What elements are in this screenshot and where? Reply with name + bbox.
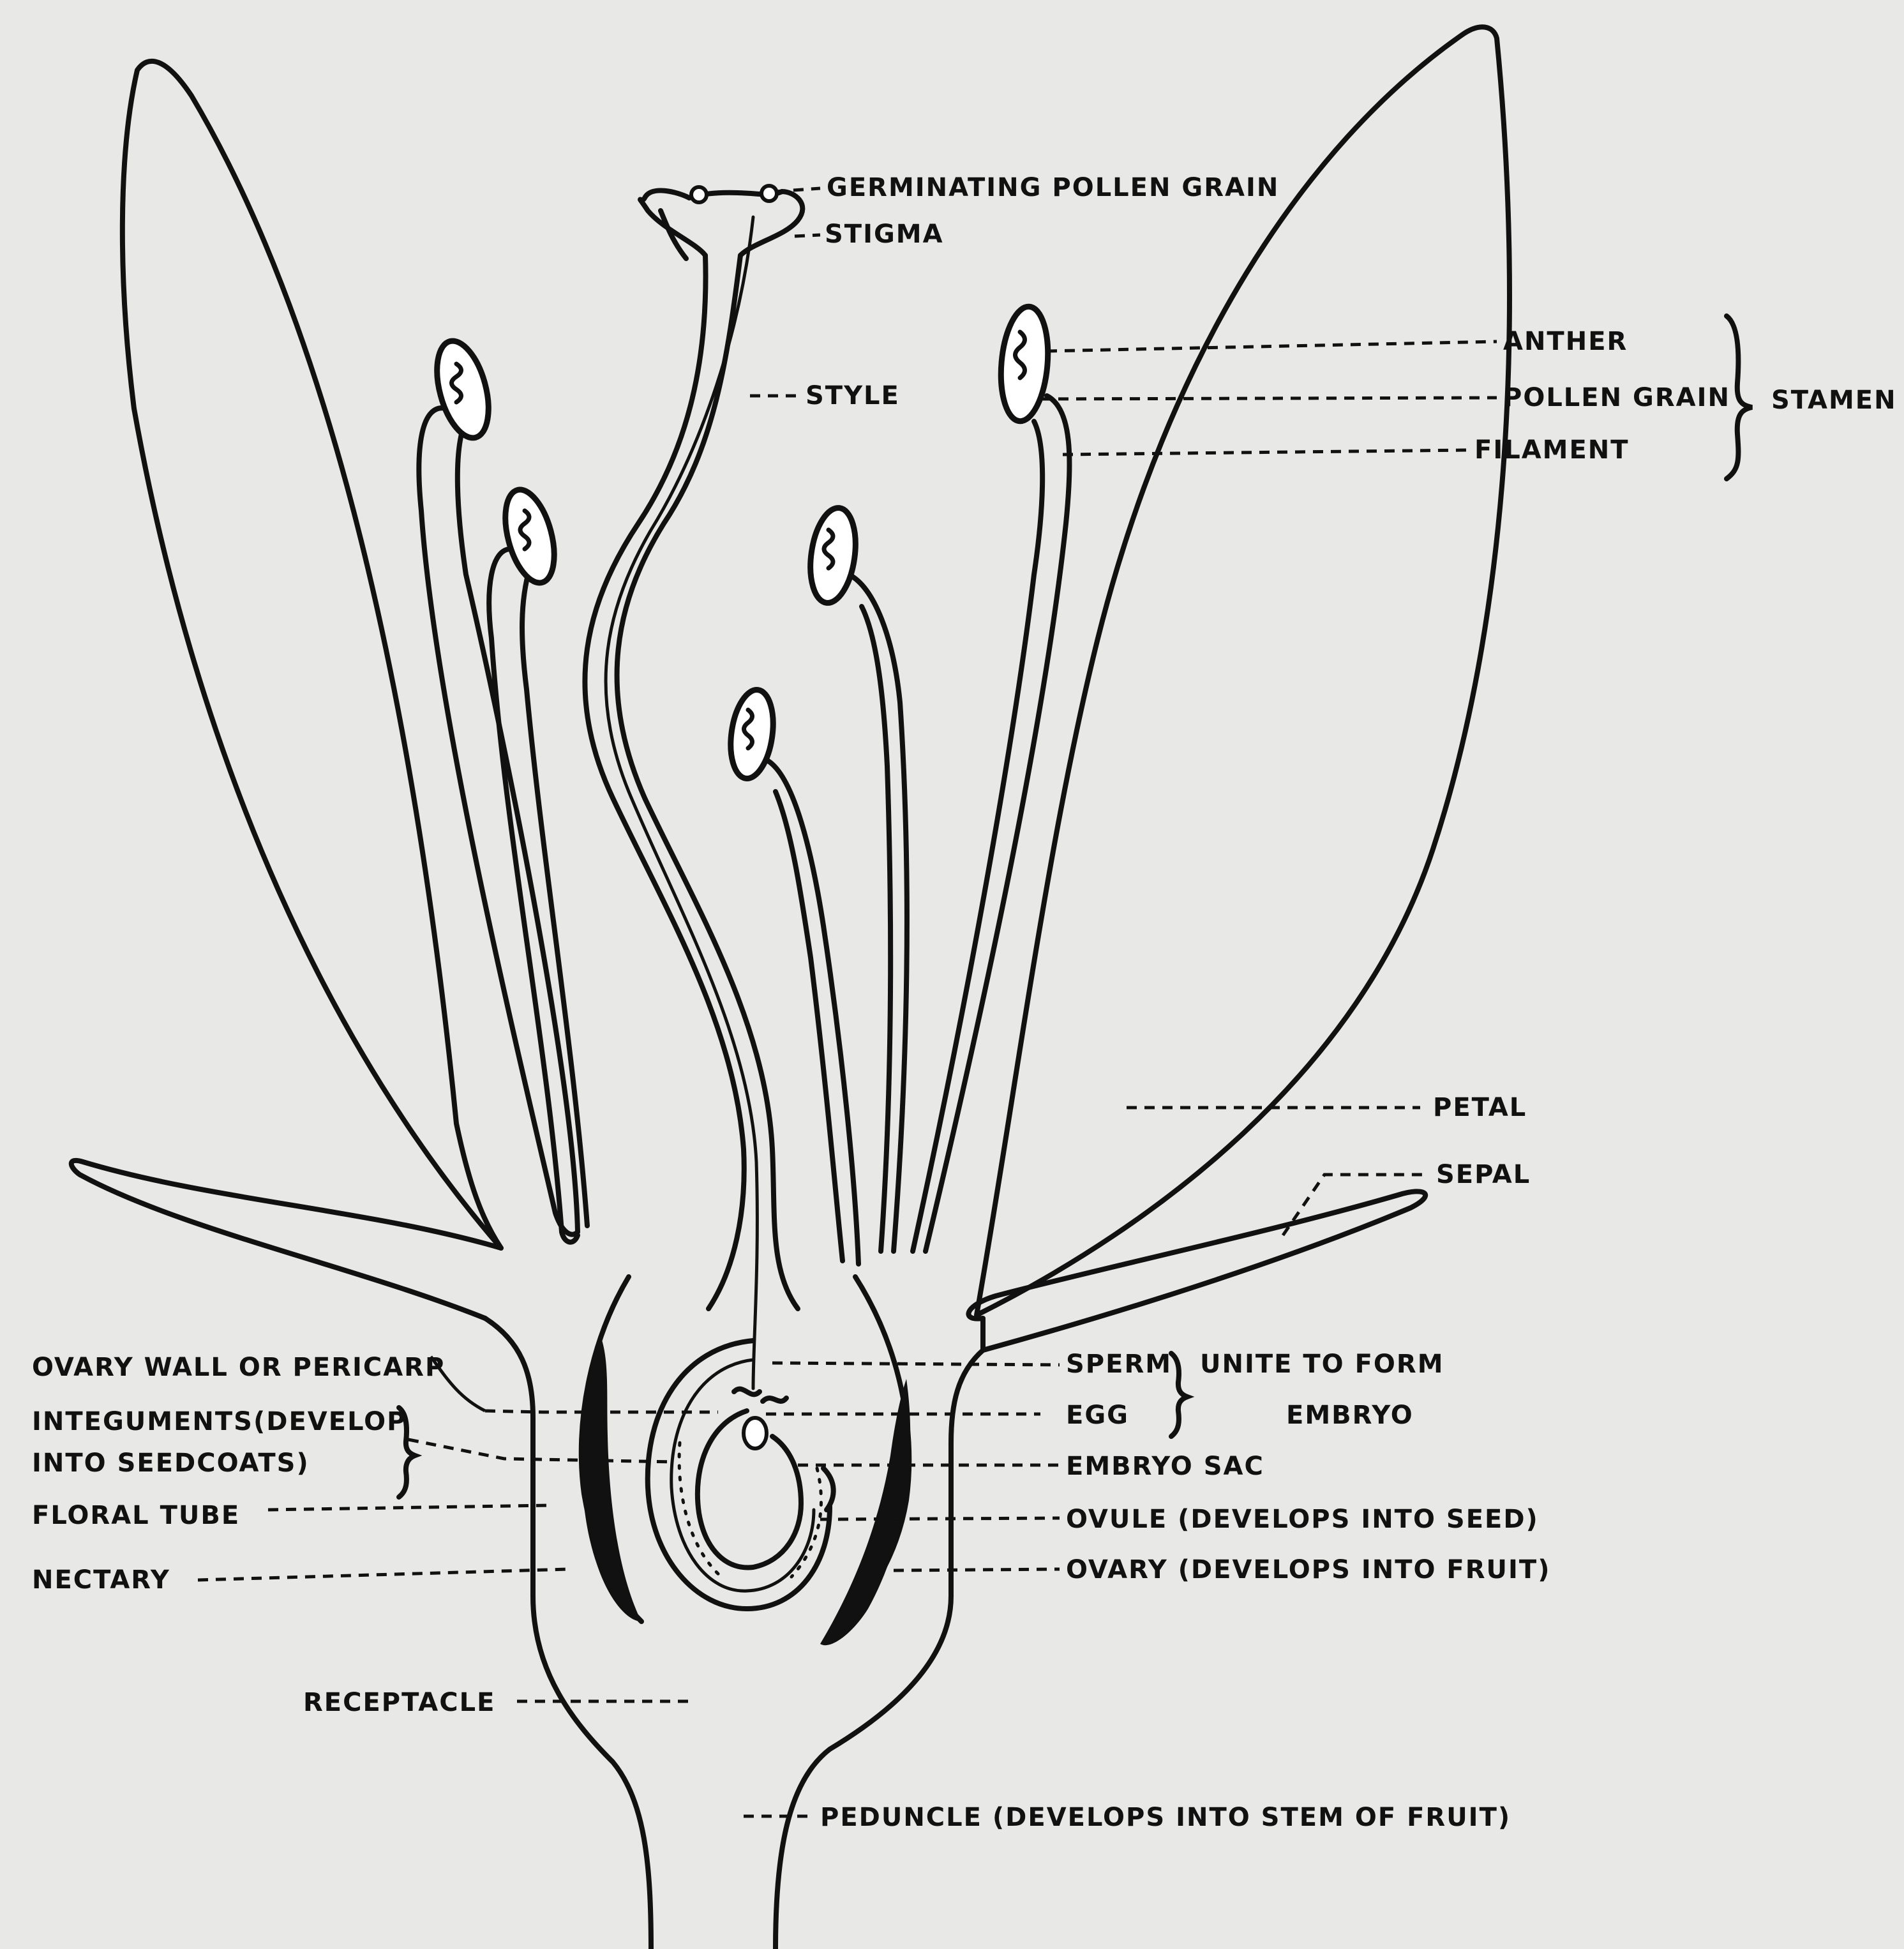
label-unite-to-form: UNITE TO FORM [1200, 1350, 1444, 1379]
stamen-brace [1727, 316, 1752, 479]
label-pollen-grain: POLLEN GRAIN [1503, 383, 1730, 412]
label-nectary: NECTARY [32, 1565, 170, 1595]
label-filament: FILAMENT [1474, 435, 1630, 465]
filament-5 [913, 396, 1070, 1251]
right-petal [977, 27, 1510, 1315]
label-floral-tube: FLORAL TUBE [32, 1501, 240, 1530]
label-egg: EGG [1066, 1401, 1129, 1430]
label-receptacle: RECEPTACLE [303, 1688, 495, 1717]
pollen-tube [606, 217, 757, 1388]
label-germinating-pollen-grain: GERMINATING POLLEN GRAIN [827, 173, 1279, 202]
label-petal: PETAL [1433, 1093, 1527, 1122]
label-ovule: OVULE (DEVELOPS INTO SEED) [1066, 1505, 1539, 1534]
anther-3 [805, 505, 861, 606]
stigma-pollen-2 [761, 186, 777, 201]
receptacle-right-outline [776, 1350, 983, 1949]
right-sepal [968, 1191, 1425, 1350]
filament-4 [766, 760, 858, 1264]
anther-2 [497, 485, 564, 588]
left-sepal [71, 1161, 501, 1318]
label-integuments-2: INTO SEEDCOATS) [32, 1449, 310, 1478]
filament-3 [849, 575, 907, 1251]
label-embryo: EMBRYO [1286, 1401, 1414, 1430]
label-peduncle: PEDUNCLE (DEVELOPS INTO STEM OF FRUIT) [820, 1803, 1511, 1832]
egg-cell [744, 1418, 767, 1449]
stigma-pollen-1 [691, 187, 707, 202]
label-embryo-sac: EMBRYO SAC [1066, 1452, 1264, 1481]
nectary-right [820, 1379, 910, 1645]
style-left [585, 255, 744, 1309]
ovule-integument [671, 1360, 814, 1591]
label-ovary-wall: OVARY WALL OR PERICARP [32, 1353, 445, 1382]
label-sepal: SEPAL [1436, 1160, 1531, 1189]
label-sperm: SPERM [1066, 1350, 1172, 1379]
anther-4 [726, 687, 779, 781]
sperm-cells [734, 1389, 786, 1401]
label-style: STYLE [806, 381, 900, 410]
left-petal [123, 61, 501, 1248]
label-stigma: STIGMA [825, 220, 944, 249]
label-ovary: OVARY (DEVELOPS INTO FRUIT) [1066, 1555, 1550, 1584]
ovule-micropyle [823, 1468, 834, 1510]
label-integuments-1: INTEGUMENTS(DEVELOP [32, 1407, 407, 1436]
nectary-left [581, 1334, 641, 1622]
label-stamen: STAMEN [1771, 386, 1897, 415]
sperm-egg-brace [1171, 1353, 1187, 1436]
label-anther: ANTHER [1503, 327, 1628, 356]
anther-1 [428, 335, 498, 443]
